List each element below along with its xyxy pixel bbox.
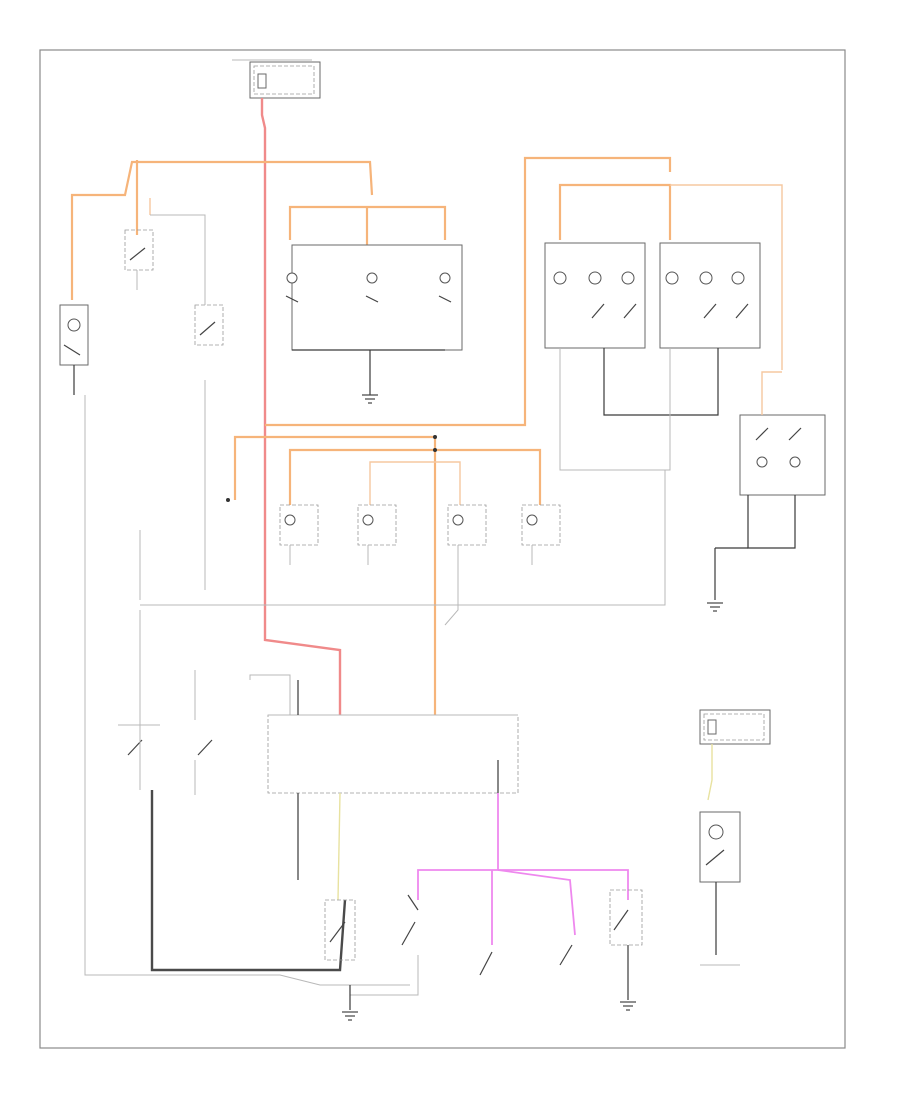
- diagram-frame: [39, 49, 846, 1049]
- ground-bottom-right: [620, 1001, 636, 1011]
- door-jamb-switch-liftgate: [609, 889, 643, 946]
- switch-signal-wire-yellow: [337, 792, 341, 901]
- door-switch-left-b: [197, 739, 213, 756]
- bulb-icon: [284, 514, 296, 526]
- ground-bottom-left: [342, 1011, 358, 1021]
- cargo-lamp-right: [699, 811, 741, 883]
- lamp-feed-bus-right: [265, 156, 672, 427]
- bulb-icon: [366, 272, 378, 284]
- courtesy-lamp-lower-1: [279, 504, 319, 546]
- body-control-module: [267, 714, 519, 794]
- switch-upper-left-1: [124, 229, 154, 271]
- bulb-icon: [621, 271, 635, 285]
- bulb-icon: [588, 271, 602, 285]
- lamp-left-upper: [59, 304, 89, 366]
- courtesy-lamp-lower-3: [447, 504, 487, 546]
- reading-lamp-switch-box: [739, 414, 826, 496]
- door-jamb-switch-rr: [559, 944, 573, 966]
- fuse-icon: [257, 73, 267, 89]
- dome-lamp-box-1: [544, 242, 646, 349]
- fuse-block-top: [232, 59, 321, 99]
- bulb-icon: [699, 271, 713, 285]
- power-feed-wire: [260, 98, 342, 715]
- door-jamb-switch-lf: [324, 899, 356, 961]
- return-wire-mid: [140, 470, 666, 606]
- ground-right-upper: [707, 602, 723, 612]
- lamp-feed-bus-middle: [233, 435, 437, 715]
- bulb-icon: [708, 824, 724, 840]
- bulb-icon: [731, 271, 745, 285]
- ground-upper-center: [362, 394, 378, 404]
- bulb-icon: [756, 456, 768, 468]
- switch-upper-left-2: [194, 304, 224, 346]
- bulb-icon: [526, 514, 538, 526]
- bulb-icon: [452, 514, 464, 526]
- bulb-icon: [553, 271, 567, 285]
- door-jamb-switch-lr: [479, 951, 493, 976]
- bulb-icon: [789, 456, 801, 468]
- fuse-icon: [707, 719, 717, 735]
- bulb-icon: [286, 272, 298, 284]
- bulb-icon: [362, 514, 374, 526]
- door-switch-left-a: [118, 724, 160, 756]
- bulb-icon: [665, 271, 679, 285]
- bulb-icon: [439, 272, 451, 284]
- courtesy-lamp-lower-4: [521, 504, 561, 546]
- ground-wire-heavy: [150, 790, 347, 972]
- door-jamb-switch-rf: [401, 894, 419, 946]
- lamp-feed-bus-upper: [70, 160, 374, 300]
- courtesy-lamp-lower-2: [357, 504, 397, 546]
- dome-lamp-box-2: [659, 242, 761, 349]
- fuse-block-right: [699, 709, 771, 745]
- door-switch-signal-wire: [417, 793, 499, 900]
- courtesy-lamps-upper-center: [285, 244, 463, 351]
- bulb-icon: [67, 318, 81, 332]
